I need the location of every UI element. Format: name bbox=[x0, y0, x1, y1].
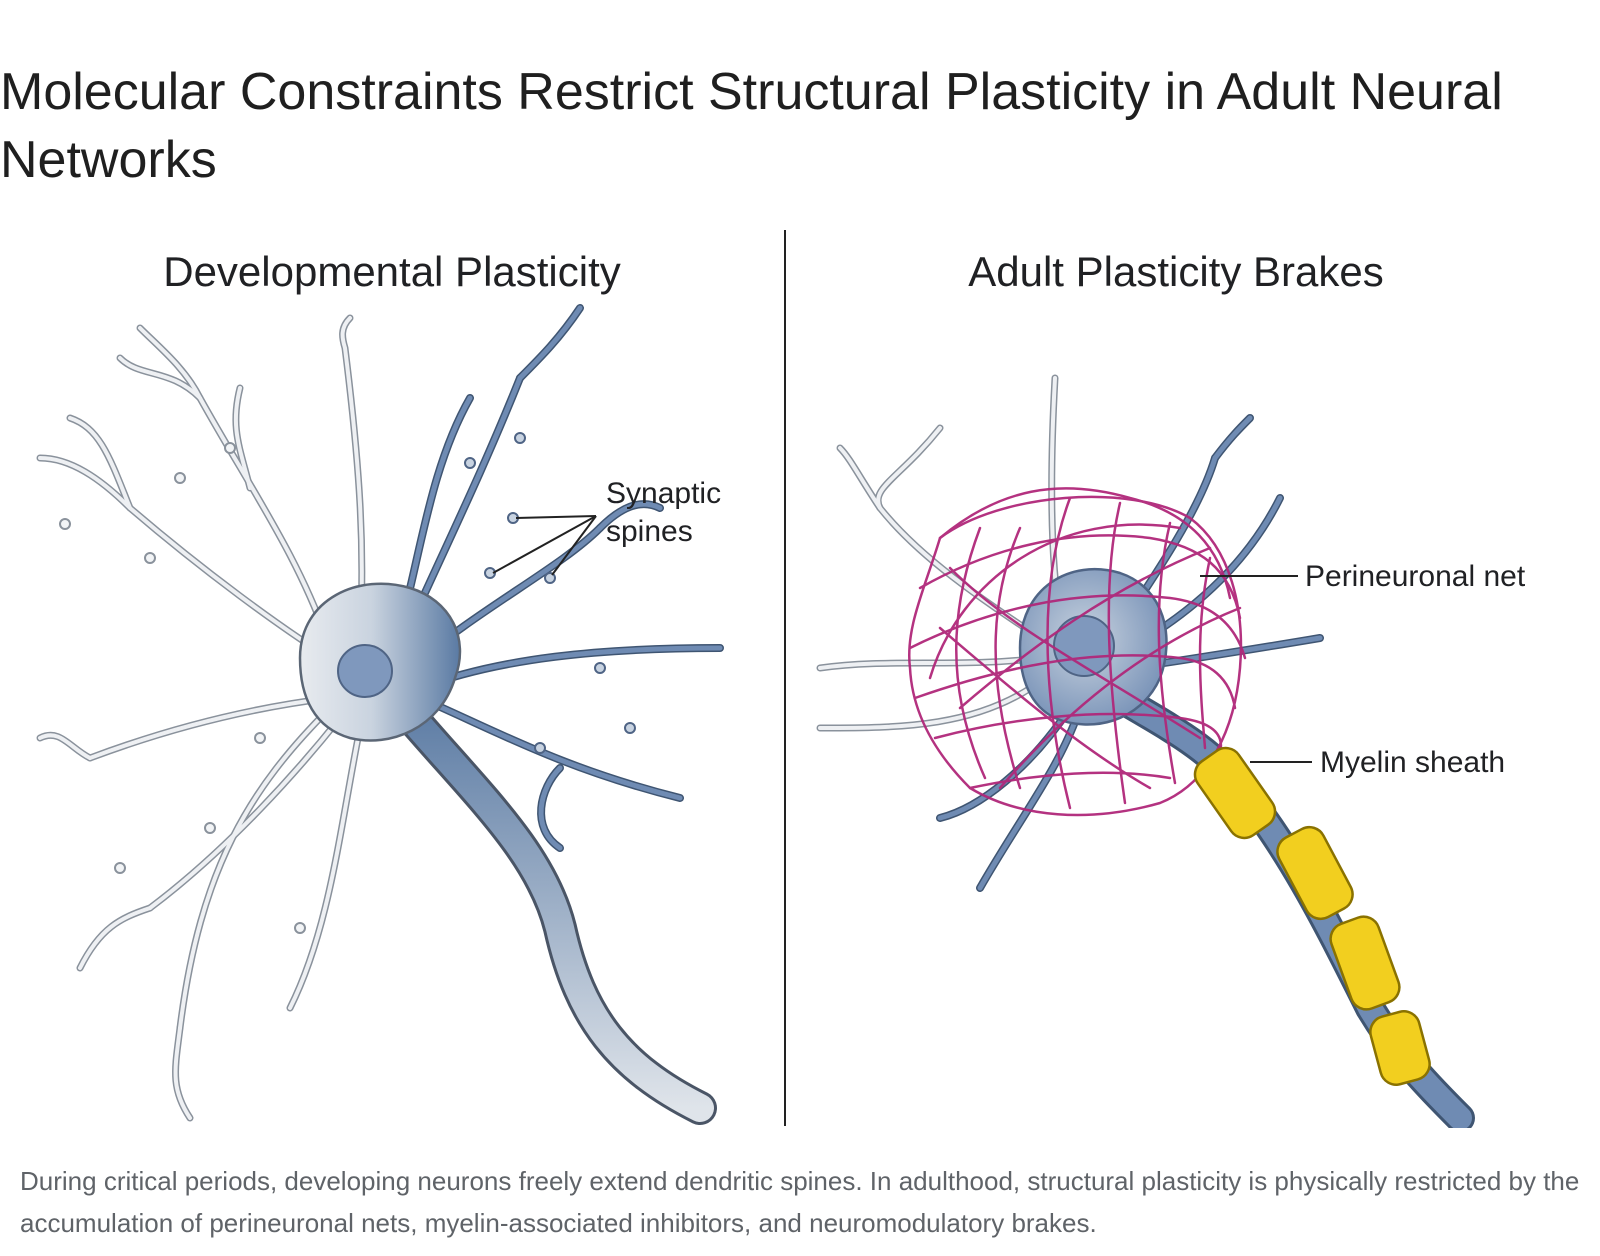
diagram-svg: Developmental Plasticity bbox=[36, 230, 1526, 1128]
adult-neuron-illustration bbox=[816, 374, 1475, 1128]
page-title: Molecular Constraints Restrict Structura… bbox=[0, 63, 1503, 189]
left-panel-heading: Developmental Plasticity bbox=[163, 248, 621, 295]
myelin-sheath-callout: Myelin sheath bbox=[1250, 746, 1505, 779]
synaptic-spines-label-line2: spines bbox=[606, 515, 693, 548]
synaptic-spines-label-line1: Synaptic bbox=[606, 477, 721, 510]
myelin-segments bbox=[1193, 746, 1431, 1086]
perineuronal-net-mesh bbox=[908, 487, 1247, 817]
figure-caption: During critical periods, developing neur… bbox=[20, 1166, 1580, 1238]
left-panel: Developmental Plasticity bbox=[36, 248, 724, 1125]
perineuronal-net-label: Perineuronal net bbox=[1305, 560, 1526, 593]
perineuronal-net-callout: Perineuronal net bbox=[1200, 560, 1526, 593]
developing-neuron-illustration bbox=[36, 304, 724, 1125]
myelin-sheath-label: Myelin sheath bbox=[1320, 746, 1505, 779]
synaptic-spines-callout: Synaptic spines bbox=[492, 477, 721, 576]
diagram-figure: Developmental Plasticity bbox=[0, 228, 1600, 1128]
right-panel-heading: Adult Plasticity Brakes bbox=[968, 248, 1384, 295]
right-panel: Adult Plasticity Brakes bbox=[816, 248, 1526, 1128]
